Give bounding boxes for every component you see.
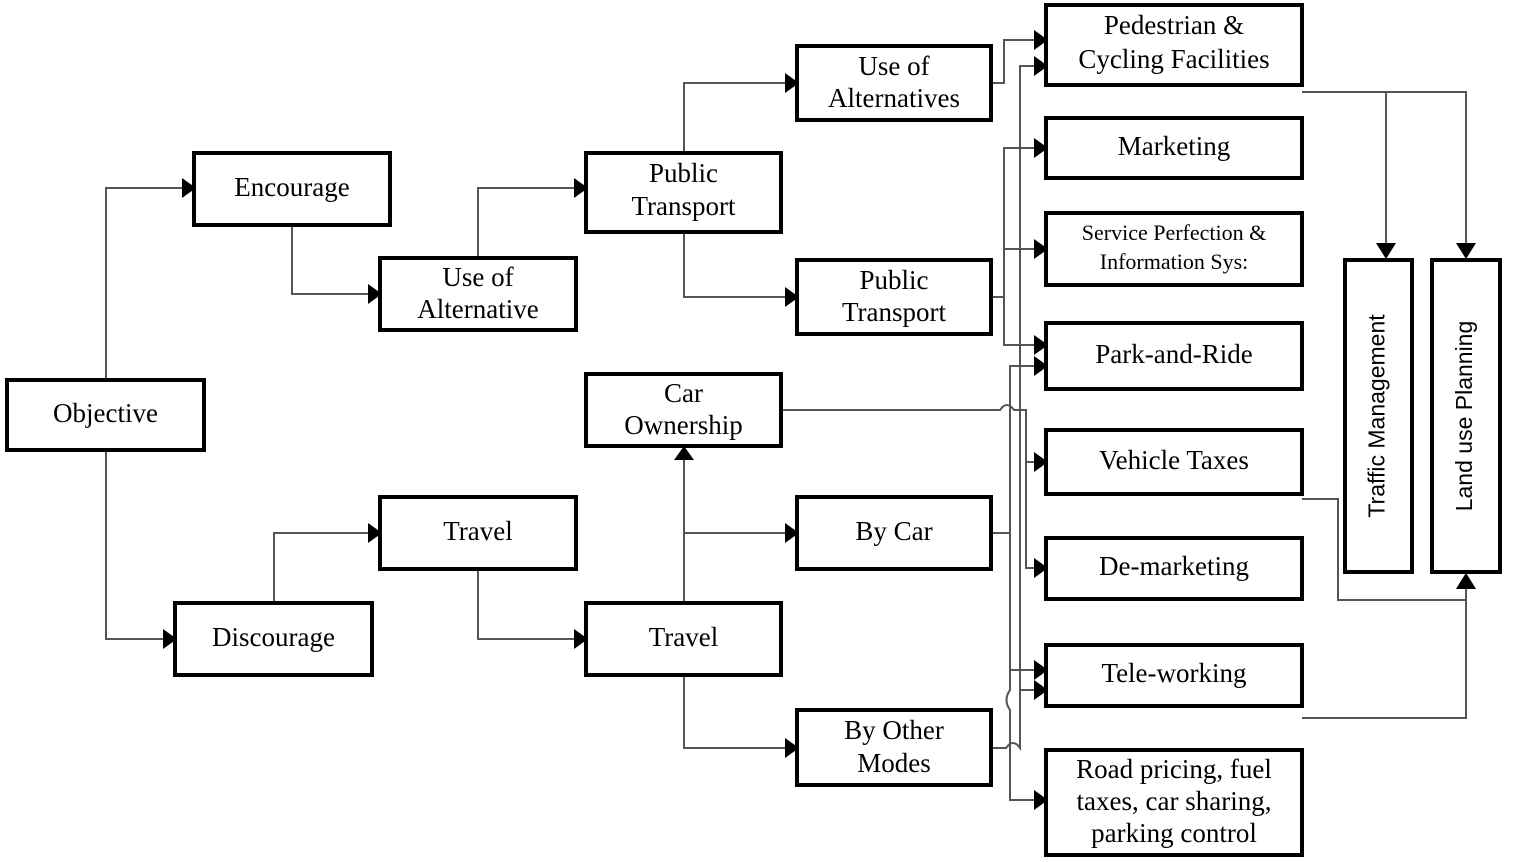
node-car-ownership[interactable]: Car Ownership <box>584 372 783 448</box>
node-park-and-ride-label: Park-and-Ride <box>1095 339 1252 369</box>
connector-travel-lower-to-car-ownership <box>674 446 694 603</box>
node-service-perfection-label-line1: Service Perfection & <box>1082 220 1267 245</box>
node-road-pricing-label-line1: Road pricing, fuel <box>1076 754 1272 784</box>
node-public-transport-label-line2: Transport <box>631 191 736 221</box>
node-use-alternative[interactable]: Use of Alternative <box>378 256 578 332</box>
connector-encourage-to-use-alternative <box>291 225 382 304</box>
node-marketing-label: Marketing <box>1118 131 1230 161</box>
node-encourage[interactable]: Encourage <box>192 151 392 227</box>
node-discourage[interactable]: Discourage <box>173 601 374 677</box>
node-marketing[interactable]: Marketing <box>1044 116 1304 180</box>
node-public-transport[interactable]: Public Transport <box>584 151 783 234</box>
connector-tele-working-to-land-use-planning <box>1302 573 1476 719</box>
node-use-alternatives-label-line1: Use of <box>858 51 929 81</box>
connector-pedestrian-cycling-to-traffic-management <box>1302 91 1396 259</box>
connector-public-transport-2-to-park-and-ride <box>1003 297 1048 355</box>
node-vehicle-taxes[interactable]: Vehicle Taxes <box>1044 428 1304 496</box>
node-use-alternatives[interactable]: Use of Alternatives <box>795 44 993 122</box>
node-objective[interactable]: Objective <box>5 378 206 452</box>
connector-public-transport-to-public-transport-2 <box>683 232 799 307</box>
node-use-alternative-label-line2: Alternative <box>417 294 538 324</box>
connector-by-car-to-tele-working <box>1009 533 1048 680</box>
node-pedestrian-cycling-label-line2: Cycling Facilities <box>1078 44 1269 74</box>
connector-by-car-to-park-and-ride <box>991 356 1048 534</box>
connector-use-alternative-to-public-transport <box>477 178 588 258</box>
connector-travel-upper-to-travel-lower <box>477 569 588 649</box>
connector-public-transport-2-to-service-perfection <box>1003 239 1048 297</box>
connector-car-ownership-to-de-marketing <box>1025 410 1048 578</box>
connector-objective-to-discourage <box>105 450 177 649</box>
node-objective-label: Objective <box>53 398 158 428</box>
node-tele-working[interactable]: Tele-working <box>1044 643 1304 708</box>
connector-use-alternatives-to-pedestrian-cycling <box>991 30 1048 84</box>
node-use-alternative-label-line1: Use of <box>442 262 513 292</box>
connector-travel-lower-to-by-car <box>684 523 799 543</box>
node-discourage-label: Discourage <box>212 622 335 652</box>
node-pedestrian-cycling[interactable]: Pedestrian & Cycling Facilities <box>1044 3 1304 87</box>
connector-by-car-to-road-pricing <box>1005 533 1048 810</box>
node-public-transport-label-line1: Public <box>649 158 718 188</box>
node-service-perfection[interactable]: Service Perfection & Information Sys: <box>1044 211 1304 287</box>
node-park-and-ride[interactable]: Park-and-Ride <box>1044 321 1304 391</box>
node-car-ownership-label-line1: Car <box>664 378 703 408</box>
node-road-pricing-label-line2: taxes, car sharing, <box>1077 786 1272 816</box>
connector-pedestrian-cycling-to-land-use-planning <box>1386 91 1476 259</box>
connector-travel-lower-to-by-other-modes <box>683 675 799 758</box>
node-public-transport-2[interactable]: Public Transport <box>795 258 993 336</box>
node-by-car[interactable]: By Car <box>795 495 993 571</box>
node-traffic-management-label: Traffic Management <box>1364 314 1390 518</box>
node-tele-working-label: Tele-working <box>1101 658 1246 688</box>
node-encourage-label: Encourage <box>234 172 349 202</box>
node-use-alternatives-label-line2: Alternatives <box>828 83 960 113</box>
connector-discourage-to-travel-upper <box>273 523 382 603</box>
node-travel-lower-label: Travel <box>649 622 719 652</box>
node-road-pricing[interactable]: Road pricing, fuel taxes, car sharing, p… <box>1044 748 1304 857</box>
node-layer: Objective Encourage Discourage Use of Al… <box>5 3 1502 857</box>
connector-layer <box>105 30 1476 810</box>
node-vehicle-taxes-label: Vehicle Taxes <box>1099 445 1249 475</box>
connector-by-other-modes-to-tele-working <box>1019 680 1048 700</box>
node-by-other-modes-label-line2: Modes <box>857 748 931 778</box>
node-public-transport-2-label-line2: Transport <box>842 297 947 327</box>
node-road-pricing-label-line3: parking control <box>1091 818 1257 848</box>
node-public-transport-2-label-line1: Public <box>859 265 928 295</box>
node-pedestrian-cycling-label-line1: Pedestrian & <box>1104 10 1244 40</box>
node-traffic-management[interactable]: Traffic Management <box>1343 258 1414 574</box>
node-by-other-modes[interactable]: By Other Modes <box>795 708 993 787</box>
node-travel-upper-label: Travel <box>443 516 513 546</box>
node-travel-upper[interactable]: Travel <box>378 495 578 571</box>
node-by-other-modes-label-line1: By Other <box>844 715 944 745</box>
node-travel-lower[interactable]: Travel <box>584 601 783 677</box>
node-car-ownership-label-line2: Ownership <box>624 410 742 440</box>
node-de-marketing-label: De-marketing <box>1099 551 1249 581</box>
connector-car-ownership-to-vehicle-taxes <box>781 404 1048 472</box>
node-land-use-planning-label: Land use Planning <box>1451 321 1477 512</box>
node-by-car-label: By Car <box>855 516 932 546</box>
node-service-perfection-label-line2: Information Sys: <box>1100 249 1249 274</box>
connector-public-transport-2-to-marketing <box>991 138 1048 298</box>
node-de-marketing[interactable]: De-marketing <box>1044 536 1304 601</box>
connector-public-transport-to-use-alternatives <box>683 73 799 153</box>
connector-by-other-modes-to-pedestrian-cycling <box>991 56 1048 752</box>
node-land-use-planning[interactable]: Land use Planning <box>1430 258 1502 574</box>
connector-objective-to-encourage <box>105 178 196 380</box>
